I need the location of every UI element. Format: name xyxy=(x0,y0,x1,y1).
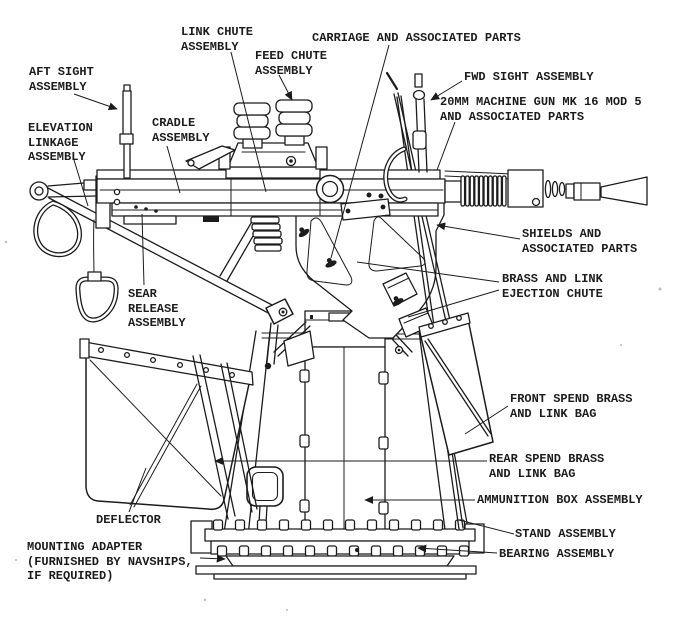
wing-knob xyxy=(325,257,337,268)
label-deflector: DEFLECTOR xyxy=(96,513,161,527)
carriage-details xyxy=(250,146,434,338)
leader-lines xyxy=(73,44,521,563)
wing-knob xyxy=(392,296,404,306)
base-and-bearing xyxy=(190,519,485,580)
trunnion-ring xyxy=(315,174,345,204)
link-chute-links xyxy=(250,216,283,252)
feed-chute-bellows xyxy=(275,99,313,146)
label-front-spend-bag: FRONT SPEND BRASS AND LINK BAG xyxy=(510,392,633,421)
label-cradle-assembly: CRADLE ASSEMBLY xyxy=(152,116,210,145)
front-spend-brass-and-link-bag xyxy=(418,312,494,456)
label-feed-chute-assembly: FEED CHUTE ASSEMBLY xyxy=(255,49,328,78)
label-bearing-assembly: BEARING ASSEMBLY xyxy=(499,547,615,561)
label-carriage: CARRIAGE AND ASSOCIATED PARTS xyxy=(312,31,521,45)
deflector xyxy=(79,338,254,511)
label-mounting-adapter: MOUNTING ADAPTER (FURNISHED BY NAVSHIPS,… xyxy=(27,540,193,583)
label-sear-release: SEAR RELEASE ASSEMBLY xyxy=(128,287,186,330)
elevation-pivot xyxy=(264,155,315,370)
label-elevation-linkage: ELEVATION LINKAGE ASSEMBLY xyxy=(28,121,93,164)
carriage-and-associated-parts xyxy=(295,201,445,339)
label-stand-assembly: STAND ASSEMBLY xyxy=(515,527,616,541)
label-gun-mk16: 20MM MACHINE GUN MK 16 MOD 5 AND ASSOCIA… xyxy=(440,95,642,124)
wing-knob xyxy=(298,227,310,238)
feed-chute-assembly xyxy=(218,99,328,179)
label-aft-sight-assembly: AFT SIGHT ASSEMBLY xyxy=(29,65,94,94)
ejection-chute-upper xyxy=(382,272,418,307)
label-link-chute-assembly: LINK CHUTE ASSEMBLY xyxy=(181,25,254,54)
label-ammunition-box: AMMUNITION BOX ASSEMBLY xyxy=(477,493,643,507)
aft-sight xyxy=(119,84,134,179)
barrel-spring-ribs xyxy=(460,175,507,207)
link-chute-bellows xyxy=(233,102,271,149)
cocking-lever xyxy=(185,145,236,170)
ammunition-box-assembly xyxy=(299,310,389,546)
fwd-sight xyxy=(412,73,428,173)
label-shields: SHIELDS AND ASSOCIATED PARTS xyxy=(522,227,638,256)
label-brass-link-ejection: BRASS AND LINK EJECTION CHUTE xyxy=(502,272,603,301)
scan-speckles xyxy=(4,240,662,611)
muzzle-cone xyxy=(600,176,648,206)
label-fwd-sight-assembly: FWD SIGHT ASSEMBLY xyxy=(464,70,594,84)
rear-spend-brass-and-link-bag xyxy=(192,354,258,520)
label-rear-spend-bag: REAR SPEND BRASS AND LINK BAG xyxy=(489,452,605,481)
